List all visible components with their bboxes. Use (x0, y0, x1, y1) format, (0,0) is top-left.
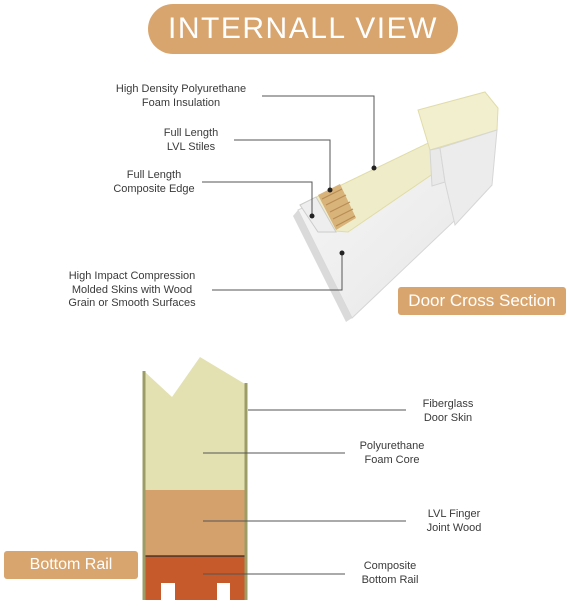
lvl-stile-layers (318, 184, 356, 230)
tag-bottom-rail: Bottom Rail (4, 551, 138, 579)
cross-section-leaders (202, 95, 375, 291)
tag-door-cross-section: Door Cross Section (398, 287, 566, 315)
door-cross-section-model (293, 91, 499, 322)
callout-composite-bottom-rail: Composite Bottom Rail (361, 560, 419, 586)
callout-foam-insulation: High Density Polyurethane Foam Insulatio… (115, 83, 247, 109)
composite-edge-strip (299, 196, 337, 233)
callout-fiberglass-skin: Fiberglass Door Skin (422, 398, 474, 424)
foam-core-block (145, 357, 245, 490)
cross-section-leader-dots (309, 165, 377, 256)
callout-foam-core: Polyurethane Foam Core (359, 440, 425, 466)
skin-right-flank (439, 129, 498, 227)
callout-molded-skins: High Impact Compression Molded Skins wit… (68, 270, 196, 309)
lvl-finger-joint-block (145, 490, 245, 556)
composite-bottom-rail-block (145, 556, 245, 600)
slab-bottom-edge (293, 210, 352, 322)
callout-lvl-finger-joint: LVL Finger Joint Wood (426, 508, 482, 534)
page-title: INTERNALL VIEW (148, 4, 458, 54)
callout-lvl-stiles: Full Length LVL Stiles (163, 127, 219, 153)
callout-composite-edge: Full Length Composite Edge (113, 169, 195, 195)
page-title-text: INTERNALL VIEW (168, 12, 438, 45)
bottom-rail-leaders (203, 409, 406, 575)
bottom-rail-section (142, 357, 248, 600)
